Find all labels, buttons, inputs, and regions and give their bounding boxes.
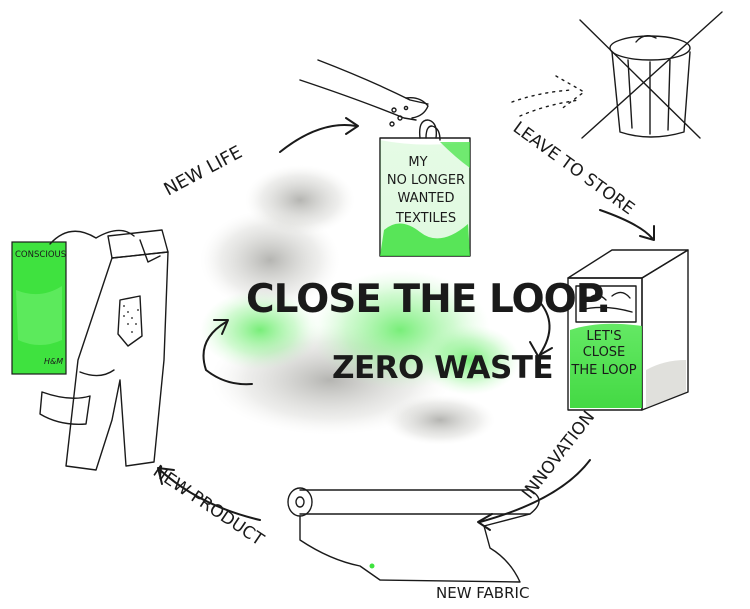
label-new-product: NEW PRODUCT bbox=[149, 462, 268, 551]
hm-tag bbox=[11, 229, 135, 375]
bag-text-line2: NO LONGER bbox=[387, 173, 465, 188]
subtitle-zero-waste: ZERO WASTE bbox=[332, 350, 553, 386]
arrow-new-product bbox=[159, 469, 261, 521]
box-text-line1: LET'S bbox=[586, 329, 621, 344]
arrow-innovation bbox=[479, 459, 591, 523]
collection-box bbox=[567, 249, 689, 411]
title-close-the-loop: CLOSE THE LOOP. bbox=[246, 277, 610, 322]
bag-text-line4: TEXTILES bbox=[395, 211, 456, 226]
bag-text-line3: WANTED bbox=[398, 191, 455, 206]
donation-bag bbox=[379, 119, 471, 257]
center-watercolor-wash bbox=[200, 165, 520, 445]
arrow-new-life bbox=[279, 124, 357, 153]
cycle-arrows bbox=[157, 117, 655, 531]
tag-text-top: CONSCIOUS bbox=[15, 250, 66, 260]
jeans-sketch bbox=[39, 229, 169, 471]
arrow-center-left bbox=[202, 321, 253, 386]
hand-sketch bbox=[299, 59, 429, 127]
arrow-center-right bbox=[537, 299, 551, 355]
bag-text-line1: MY bbox=[408, 155, 427, 170]
label-leave-to-store: LEAVE TO STORE bbox=[509, 118, 638, 219]
fabric-roll bbox=[287, 487, 540, 583]
trash-bin-crossed-icon bbox=[511, 11, 723, 139]
tag-text-bottom: H&M bbox=[44, 357, 63, 366]
arrow-leave-to-store bbox=[599, 209, 653, 239]
label-new-fabric: NEW FABRIC bbox=[436, 584, 529, 602]
box-text-line3: THE LOOP bbox=[570, 363, 636, 378]
box-text-line2: CLOSE bbox=[583, 345, 626, 360]
label-new-life: NEW LIFE bbox=[160, 142, 245, 201]
